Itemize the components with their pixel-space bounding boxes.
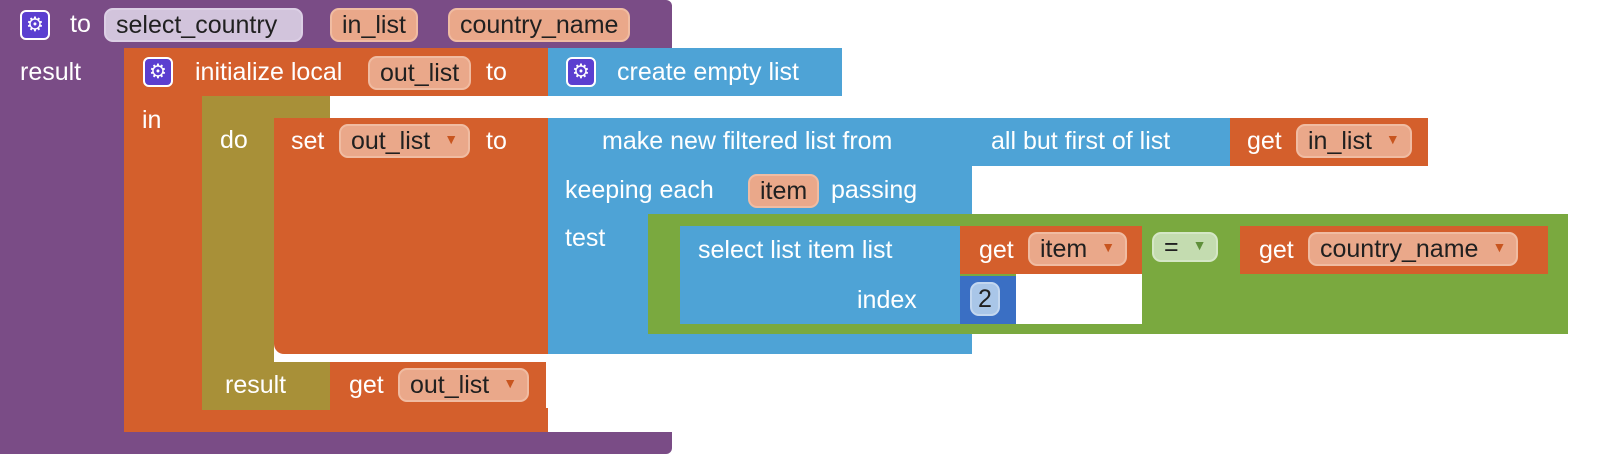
set-to-label: to [486, 127, 507, 155]
filter-passing-label: passing [831, 176, 918, 204]
filter-keeping-label: keeping each [565, 176, 714, 204]
dropdown-arrow-icon: ▼ [1101, 239, 1116, 256]
create-empty-gear-icon[interactable]: ⚙ [566, 57, 596, 87]
get-item-dropdown[interactable]: item ▼ [1028, 232, 1128, 266]
do-result-label: result [225, 371, 287, 399]
do-result-footer [202, 362, 330, 410]
init-local-label: initialize local [195, 58, 343, 86]
procedure-keyword: to [70, 10, 91, 38]
procedure-name-field[interactable]: select_country [104, 8, 303, 42]
filter-label: make new filtered list from [602, 127, 893, 155]
set-var-dropdown[interactable]: out_list ▼ [339, 124, 471, 158]
dropdown-arrow-icon: ▼ [1492, 239, 1507, 256]
init-local-var[interactable]: out_list [368, 56, 472, 90]
dropdown-arrow-icon: ▼ [503, 375, 518, 392]
procedure-result-label: result [20, 58, 82, 86]
all-but-first-block[interactable] [972, 118, 1230, 166]
dropdown-arrow-icon: ▼ [1192, 237, 1207, 254]
init-local-in: in [142, 106, 162, 134]
get-country-label: get [1259, 236, 1294, 264]
select-index-label: index [857, 286, 917, 314]
get-out-list-dropdown[interactable]: out_list ▼ [398, 368, 530, 402]
compare-operator-dropdown[interactable]: =▼ [1152, 232, 1219, 262]
procedure-body-left [0, 48, 124, 440]
procedure-footer [0, 432, 672, 454]
filter-test-label: test [565, 224, 606, 252]
select-list-item-block[interactable] [680, 226, 960, 324]
do-label: do [220, 126, 248, 154]
init-local-body [124, 96, 202, 432]
compare-operator: = [1164, 233, 1179, 261]
select-list-item-label: select list item list [698, 236, 893, 264]
all-but-first-label: all but first of list [991, 127, 1171, 155]
get-out-list-label: get [349, 371, 384, 399]
get-item-var: item [1040, 235, 1088, 263]
dropdown-arrow-icon: ▼ [444, 131, 459, 148]
get-item-label: get [979, 236, 1014, 264]
dropdown-arrow-icon: ▼ [1385, 131, 1400, 148]
get-in-list-var: in_list [1308, 127, 1372, 155]
param-in-list[interactable]: in_list [330, 8, 418, 42]
param-country-name[interactable]: country_name [448, 8, 631, 42]
empty-input-area [1016, 274, 1142, 324]
get-out-list-var: out_list [410, 371, 490, 399]
get-in-list-dropdown[interactable]: in_list ▼ [1296, 124, 1412, 158]
set-label: set [291, 127, 325, 155]
init-local-footer [124, 408, 548, 432]
init-local-gear-icon[interactable]: ⚙ [143, 57, 173, 87]
procedure-gear-icon[interactable]: ⚙ [20, 10, 50, 40]
get-country-var: country_name [1320, 235, 1479, 263]
get-in-list-label: get [1247, 127, 1282, 155]
create-empty-label: create empty list [617, 58, 800, 86]
index-value[interactable]: 2 [970, 282, 1000, 316]
create-empty-list-block[interactable] [548, 48, 842, 96]
do-result-body [202, 118, 274, 410]
get-country-dropdown[interactable]: country_name ▼ [1308, 232, 1519, 266]
do-result-block[interactable] [202, 96, 330, 118]
set-var-label: out_list [351, 127, 431, 155]
init-local-block[interactable] [124, 48, 548, 96]
init-local-to: to [486, 58, 507, 86]
filter-item-var[interactable]: item [748, 174, 820, 208]
